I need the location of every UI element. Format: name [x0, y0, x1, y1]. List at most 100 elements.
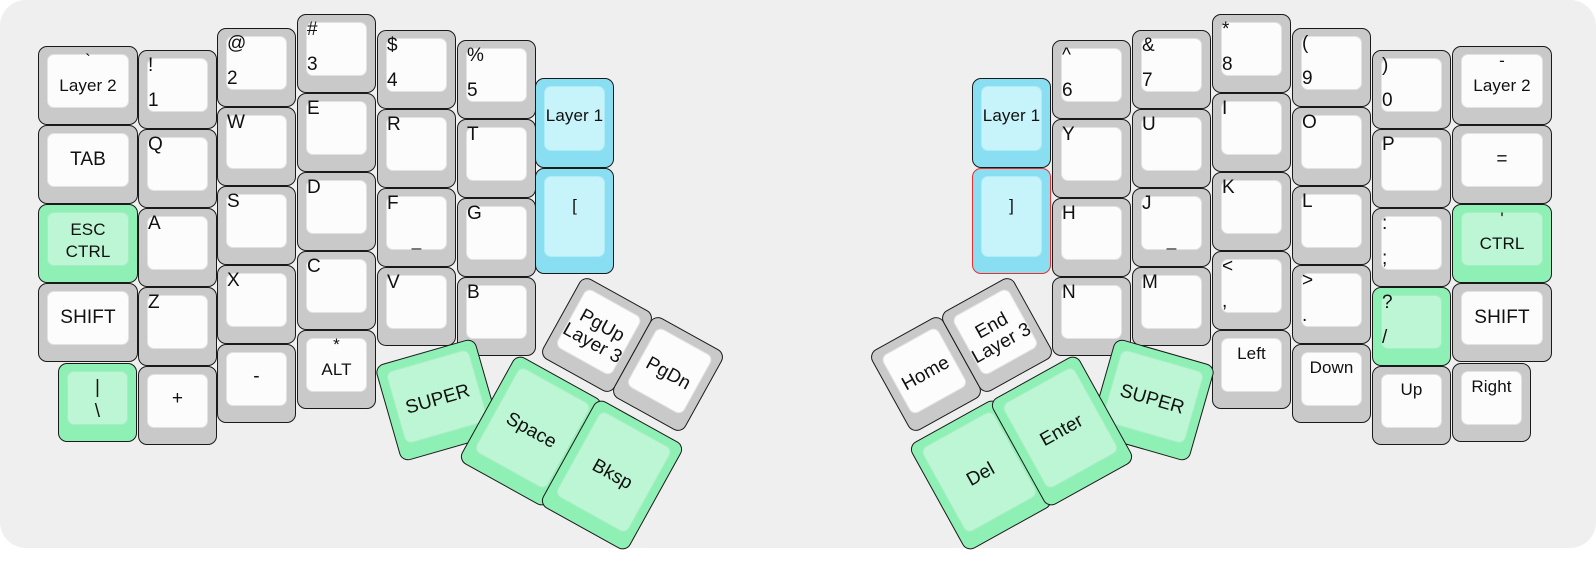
key-label-main: 9: [1302, 68, 1313, 89]
key-face: [466, 285, 527, 339]
key-l-b[interactable]: B: [457, 277, 536, 356]
key-r-6[interactable]: ^6: [1052, 40, 1131, 119]
key-r-rbracket[interactable]: ]: [972, 168, 1051, 274]
key-label-top: (: [1302, 33, 1309, 54]
key-l-1[interactable]: !1: [138, 50, 217, 129]
key-r-period[interactable]: >.: [1292, 265, 1371, 344]
key-l-c[interactable]: C: [297, 251, 376, 330]
key-l-minus[interactable]: -: [217, 344, 296, 423]
key-l-layer2[interactable]: `Layer 2: [38, 46, 138, 125]
key-l-e[interactable]: E: [297, 93, 376, 172]
key-label-main: ALT: [321, 360, 352, 379]
key-l-4[interactable]: $4: [377, 30, 456, 109]
key-r-layer1[interactable]: Layer 1: [972, 78, 1051, 168]
key-label-main: Q: [148, 134, 163, 155]
key-l-shift[interactable]: SHIFT: [38, 283, 138, 362]
key-label-top: $: [387, 35, 398, 56]
key-r-7[interactable]: &7: [1132, 30, 1211, 109]
key-l-f[interactable]: F_: [377, 188, 456, 267]
key-l-a[interactable]: A: [138, 208, 217, 287]
key-l-w[interactable]: W: [217, 107, 296, 186]
key-l-plus[interactable]: +: [138, 366, 217, 445]
key-r-equal[interactable]: =: [1452, 125, 1552, 204]
key-face: [1061, 48, 1122, 102]
key-r-0[interactable]: )0: [1372, 50, 1451, 129]
key-l-x[interactable]: X: [217, 265, 296, 344]
key-r-l[interactable]: L: [1292, 186, 1371, 265]
key-face: [1141, 117, 1202, 171]
key-r-8[interactable]: *8: [1212, 14, 1291, 93]
key-label-main: I: [1222, 98, 1228, 119]
key-l-q[interactable]: Q: [138, 129, 217, 208]
key-l-r[interactable]: R: [377, 109, 456, 188]
key-r-j[interactable]: J_: [1132, 188, 1211, 267]
key-label-main: 4: [387, 70, 398, 91]
key-l-t[interactable]: T: [457, 119, 536, 198]
key-label-main: Left: [1237, 344, 1266, 363]
key-label-main: 7: [1142, 70, 1153, 91]
key-label-top: *: [333, 335, 340, 354]
key-l-v[interactable]: V: [377, 267, 456, 346]
key-r-k[interactable]: K: [1212, 172, 1291, 251]
key-l-layer1[interactable]: Layer 1: [535, 78, 614, 168]
key-label-main: P: [1382, 134, 1395, 155]
key-r-layer2[interactable]: - Layer 2: [1452, 46, 1552, 125]
key-r-p[interactable]: P: [1372, 129, 1451, 208]
key-l-lbracket[interactable]: [: [535, 168, 614, 274]
key-r-shift[interactable]: SHIFT: [1452, 283, 1552, 362]
key-r-right[interactable]: Right: [1452, 363, 1531, 442]
key-r-h[interactable]: H: [1052, 198, 1131, 277]
key-r-left[interactable]: Left: [1212, 330, 1291, 409]
key-l-d[interactable]: D: [297, 172, 376, 251]
key-label-top: ': [1500, 209, 1504, 228]
key-face: [1301, 273, 1362, 327]
key-face: [1461, 54, 1543, 108]
key-label-main: \: [94, 401, 101, 422]
key-label-main: 6: [1062, 80, 1073, 101]
key-r-comma[interactable]: <,: [1212, 251, 1291, 330]
key-r-slash[interactable]: ?/: [1372, 287, 1451, 366]
key-l-3[interactable]: #3: [297, 14, 376, 93]
key-l-2[interactable]: @2: [217, 28, 296, 107]
key-l-5[interactable]: %5: [457, 40, 536, 119]
key-r-up[interactable]: Up: [1372, 366, 1451, 445]
key-label-main: D: [307, 177, 321, 198]
key-label-top: &: [1142, 35, 1155, 56]
key-r-9[interactable]: (9: [1292, 28, 1371, 107]
key-l-pipe[interactable]: |\: [58, 363, 137, 442]
key-r-down[interactable]: Down: [1292, 344, 1371, 423]
key-face: [47, 291, 129, 345]
key-face: [1381, 216, 1442, 270]
key-label-main: Layer 2: [1473, 76, 1531, 95]
key-l-s[interactable]: S: [217, 186, 296, 265]
key-label-main: 2: [227, 68, 238, 89]
key-r-y[interactable]: Y: [1052, 119, 1131, 198]
key-label-main: F: [387, 193, 399, 214]
key-r-o[interactable]: O: [1292, 107, 1371, 186]
key-r-u[interactable]: U: [1132, 109, 1211, 188]
key-face: [1221, 338, 1282, 392]
key-label-main: Right: [1471, 377, 1512, 396]
key-r-ctrl[interactable]: 'CTRL: [1452, 204, 1552, 283]
key-face: [1141, 275, 1202, 329]
key-r-semicolon[interactable]: :;: [1372, 208, 1451, 287]
key-label-top: :: [1382, 213, 1388, 234]
key-l-z[interactable]: Z: [138, 287, 217, 366]
key-r-i[interactable]: I: [1212, 93, 1291, 172]
key-l-alt[interactable]: * ALT: [297, 330, 376, 409]
key-face: [306, 259, 367, 313]
key-label-top: !: [148, 55, 154, 76]
key-label-top: -: [1499, 51, 1505, 70]
key-label-top: |: [94, 377, 101, 398]
key-l-g[interactable]: G: [457, 198, 536, 277]
key-l-tab[interactable]: TAB: [38, 125, 138, 204]
key-label-main: SHIFT: [1474, 307, 1530, 328]
key-face: [466, 48, 527, 102]
key-label-main: 1: [148, 90, 159, 111]
key-face: [544, 86, 605, 151]
key-r-m[interactable]: M: [1132, 267, 1211, 346]
key-face: [1461, 371, 1522, 425]
key-label-main: 3: [307, 54, 318, 75]
key-label-top: %: [467, 45, 484, 66]
